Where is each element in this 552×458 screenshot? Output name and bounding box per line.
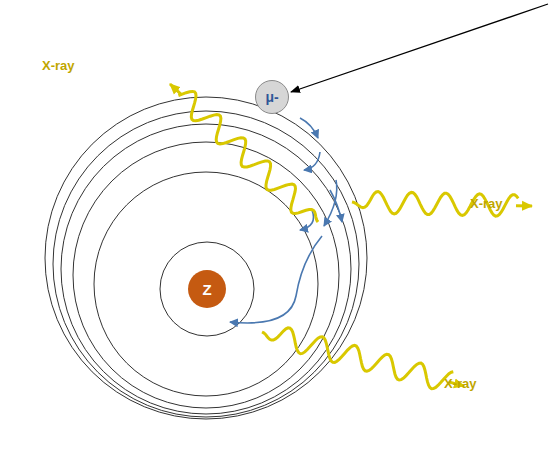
x-ray-label: X-ray (42, 58, 75, 73)
transition-arrow (300, 118, 318, 138)
x-ray-wave (178, 91, 318, 222)
orbit-ring (73, 142, 339, 408)
orbit-ring (61, 124, 351, 414)
transition-arrow (230, 236, 322, 323)
orbit-ring (53, 111, 359, 417)
transition-arrows (230, 118, 342, 323)
x-ray-arrowhead (516, 204, 532, 207)
transition-arrow (304, 152, 320, 170)
incoming-muon-arrow (291, 4, 548, 92)
node-label: Z (202, 281, 211, 298)
nucleus: Z (188, 270, 226, 308)
orbit-ring (94, 172, 318, 396)
x-ray-waves (170, 84, 532, 389)
x-ray-label: X-ray (470, 196, 503, 211)
transition-arrow (324, 180, 337, 226)
x-ray-arrowhead (170, 84, 182, 95)
x-ray-label: X-ray (444, 376, 477, 391)
orbit-ring (160, 242, 254, 336)
orbit-ring (45, 97, 367, 419)
node-label: μ- (265, 89, 278, 105)
x-ray-wave (262, 328, 453, 389)
x-ray-wave (352, 192, 518, 217)
orbit-rings (45, 97, 367, 419)
muon-particle: μ- (255, 80, 289, 114)
